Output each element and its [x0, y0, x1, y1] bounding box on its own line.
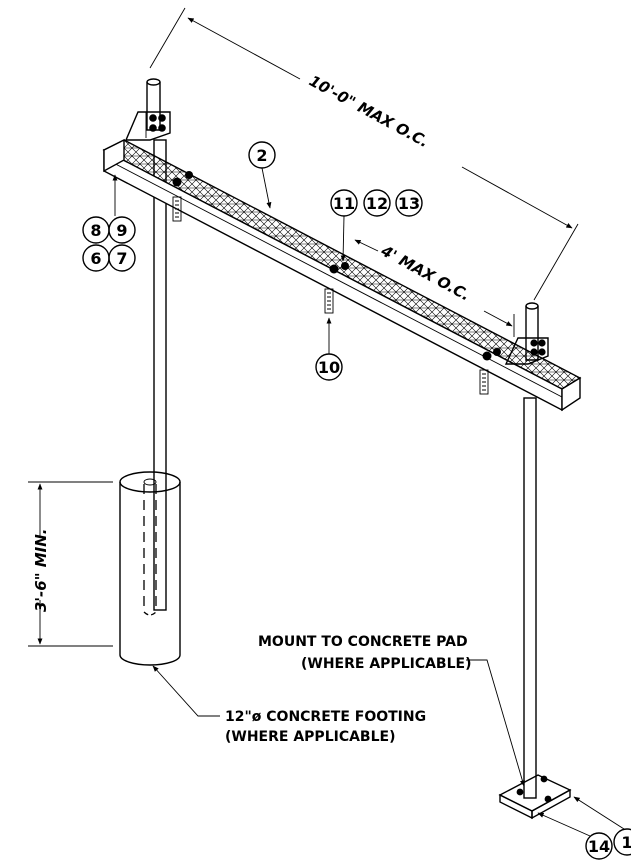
hanger-clips [172, 196, 489, 395]
concrete-footing-note: 12"ø CONCRETE FOOTING (WHERE APPLICABLE) [152, 665, 426, 745]
callout-11-label: 11 [333, 194, 355, 213]
tray-clamps [172, 171, 501, 361]
callout-10-label: 10 [318, 358, 340, 377]
callout-12-label: 12 [366, 194, 388, 213]
footing-note-line1: 12"ø CONCRETE FOOTING [225, 709, 426, 725]
callout-group-base: 14 1 [537, 796, 631, 860]
callout-7-label: 7 [116, 249, 127, 268]
callout-10: 10 [315, 317, 343, 381]
callout-1-label: 1 [621, 833, 631, 852]
callout-14-label: 14 [588, 837, 610, 856]
hanger-clip [324, 288, 334, 314]
concrete-pad-note: MOUNT TO CONCRETE PAD (WHERE APPLICABLE) [258, 634, 525, 787]
callout-2: 2 [248, 141, 276, 209]
footing-depth-label: 3'-6" MIN. [32, 529, 50, 613]
callout-group-left: 8 9 6 7 [82, 174, 136, 272]
base-plate [498, 774, 572, 820]
hanger-clip [479, 369, 489, 395]
callout-9-label: 9 [116, 221, 127, 240]
footing-depth-dimension: 3'-6" MIN. [28, 481, 113, 647]
pad-note-line1: MOUNT TO CONCRETE PAD [258, 634, 468, 650]
pad-note-line2: (WHERE APPLICABLE) [301, 656, 472, 672]
hanger-clip [172, 196, 182, 222]
post-spacing-dimension: 10'-0" MAX O.C. [149, 7, 579, 301]
callout-8-label: 8 [90, 221, 101, 240]
callout-2-label: 2 [256, 146, 267, 165]
footing-note-line2: (WHERE APPLICABLE) [225, 729, 396, 745]
left-post-bracket [124, 111, 171, 141]
callout-6-label: 6 [90, 249, 101, 268]
post-spacing-label: 10'-0" MAX O.C. [306, 72, 432, 151]
concrete-footing [119, 471, 181, 666]
callout-group-clamp: 11 12 13 [330, 189, 423, 262]
callout-13-label: 13 [398, 194, 420, 213]
right-post-bracket [504, 337, 549, 365]
